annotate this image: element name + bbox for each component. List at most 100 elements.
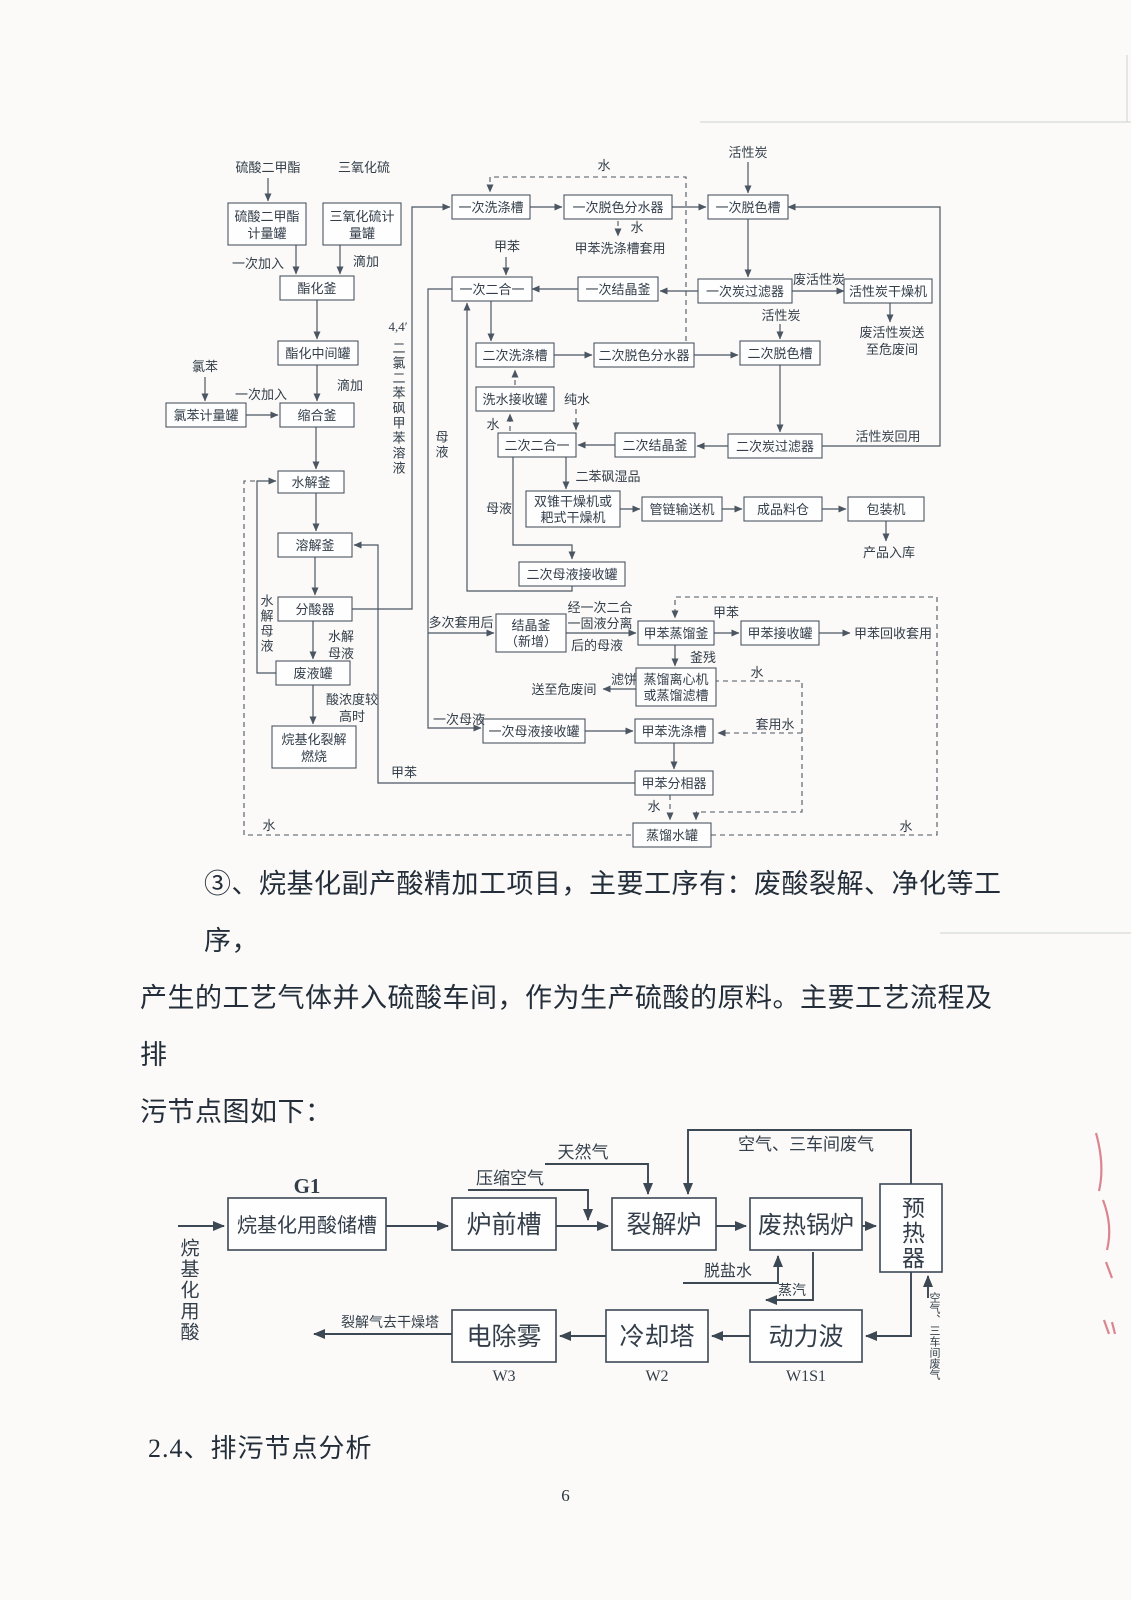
box-label: 电除雾 [466,1323,541,1351]
node-second-washing-tank: 二次洗涤槽 [475,342,555,368]
flow-label: 滴加 [337,378,363,393]
flow-label: 甲苯洗涤槽套用 [574,241,665,256]
scan-artifacts [700,55,1131,1335]
box-label: 缩合釜 [297,408,336,423]
flow-label-vertical: 二氯二苯砜甲苯溶液 [391,341,406,476]
node-new-crystallization-kettle: 结晶釜 （新增） [495,613,567,653]
box-label: 洗水接收罐 [482,392,547,407]
box-label: 包装机 [866,502,905,517]
box-label: 结晶釜 [511,618,550,633]
box-label: 一次二合一 [459,282,524,297]
flow-label: 套用水 [755,717,794,732]
flow-line [353,541,635,784]
node-acid-separator: 分酸器 [277,596,353,622]
flow-label: 压缩空气 [476,1169,544,1188]
red-pen-mark [1104,1261,1114,1279]
node-dms-metering-tank: 硫酸二甲酯 计量罐 [227,202,307,246]
node-hydrolysis-kettle: 水解釜 [277,470,345,494]
top-flowchart-labels: 硫酸二甲酯 三氧化硫 一次加入 滴加 氯苯 滴加 一次加入 4,4′ 二氯二苯砜… [192,145,932,834]
node-wash-water-receiving-tank: 洗水接收罐 [475,386,555,412]
flow-line [352,203,451,610]
flow-label: 水 [630,220,643,235]
box-outline [637,620,715,646]
top-flowchart-dashed-edges [243,176,938,836]
node-second-decolor-water-separator: 二次脱色分水器 [593,342,695,368]
flow-line-dashed [671,596,938,836]
flow-label: 至危废间 [866,342,918,357]
flow-label: 脱盐水 [704,1262,752,1280]
red-pen-mark [1101,1199,1111,1251]
flow-label: 蒸汽 [778,1283,806,1299]
node-condensation-kettle: 缩合釜 [279,402,355,428]
flow-label: 4,4′ [388,319,407,334]
node-first-two-in-one: 一次二合一 [451,276,533,302]
box-outline [277,470,345,494]
flow-label: 水 [750,665,763,680]
flow-label: 甲苯 [713,605,739,620]
box-label: 活性炭干燥机 [849,284,927,299]
flow-label: 废活性炭 [793,272,845,287]
box-outline [275,660,351,686]
flow-label: 后的母液 [571,638,623,653]
box-outline [563,194,673,220]
flow-label: 酸浓度较 [326,692,378,707]
node-esterification-kettle: 酯化釜 [279,275,355,301]
node-toluene-receiving-tank: 甲苯接收罐 [740,620,820,646]
bottom-flowchart-edges [178,1129,933,1341]
box-outline [495,613,567,653]
node-second-decolor-tank: 二次脱色槽 [739,340,821,366]
box-label: 炉前槽 [466,1211,541,1239]
flow-label: 活性炭 [761,308,800,323]
flow-line [256,477,277,674]
flow-label: 活性炭 [728,145,767,160]
box-outline [843,278,933,304]
flow-label-vertical: 烷基化用酸 [178,1238,200,1343]
box-outline [451,276,533,302]
node-waste-heat-boiler: 废热锅炉 [749,1197,863,1251]
box-label: 燃烧 [301,749,327,764]
flow-label: W3 [492,1368,515,1385]
box-label: 酯化釜 [297,281,336,296]
node-preheater: 预热器 [879,1183,943,1273]
flow-line [468,1189,593,1221]
flow-label-vertical: 水解母液 [259,594,274,654]
paragraph-line: 污节点图如下： [140,1097,333,1127]
box-outline [475,386,555,412]
flow-label: 水解 [328,629,354,644]
box-label: 耙式干燥机 [540,510,605,525]
box-outline [475,342,555,368]
box-label: 蒸馏水罐 [646,828,698,843]
box-outline [451,1309,557,1363]
red-pen-mark [1102,1319,1117,1335]
box-outline [277,340,359,366]
box-outline [739,340,821,366]
box-outline [497,432,577,458]
box-outline [525,490,621,528]
box-outline [641,496,723,522]
flow-label: G1 [294,1174,321,1198]
paragraph-line: ③、烷基化副产酸精加工项目，主要工序有：废酸裂解、净化等工序， [204,869,1002,956]
flow-label: 二苯砜湿品 [575,469,640,484]
box-label: 甲苯蒸馏釜 [643,626,708,641]
section-heading: 2.4、排污节点分析 [148,1434,373,1463]
box-label: 一次炭过滤器 [706,284,784,299]
box-outline [611,1197,717,1251]
box-outline [632,822,712,848]
flow-label: 甲苯 [391,765,417,780]
box-outline [518,561,626,587]
flow-label: 滤饼 [611,672,637,687]
flow-label: W1S1 [786,1368,826,1385]
node-waste-liquid-tank: 废液罐 [275,660,351,686]
flow-label: 氯苯 [192,359,218,374]
box-label: 二次脱色槽 [747,346,812,361]
flow-line [765,1252,814,1305]
node-first-decolor-tank: 一次脱色槽 [707,194,789,220]
top-flowchart-nodes: 硫酸二甲酯 计量罐 三氧化硫计 量罐 酯化釜 酯化中间罐 氯苯计量罐 缩合釜 水… [165,194,933,848]
box-outline [227,202,307,246]
bottom-flowchart-nodes: 烷基化用酸储槽 炉前槽 裂解炉 废热锅炉 预热器 动力波 冷却塔 电除雾 [227,1183,943,1363]
box-outline [614,432,696,458]
flow-label: 天然气 [558,1143,609,1162]
box-outline [879,1183,943,1273]
